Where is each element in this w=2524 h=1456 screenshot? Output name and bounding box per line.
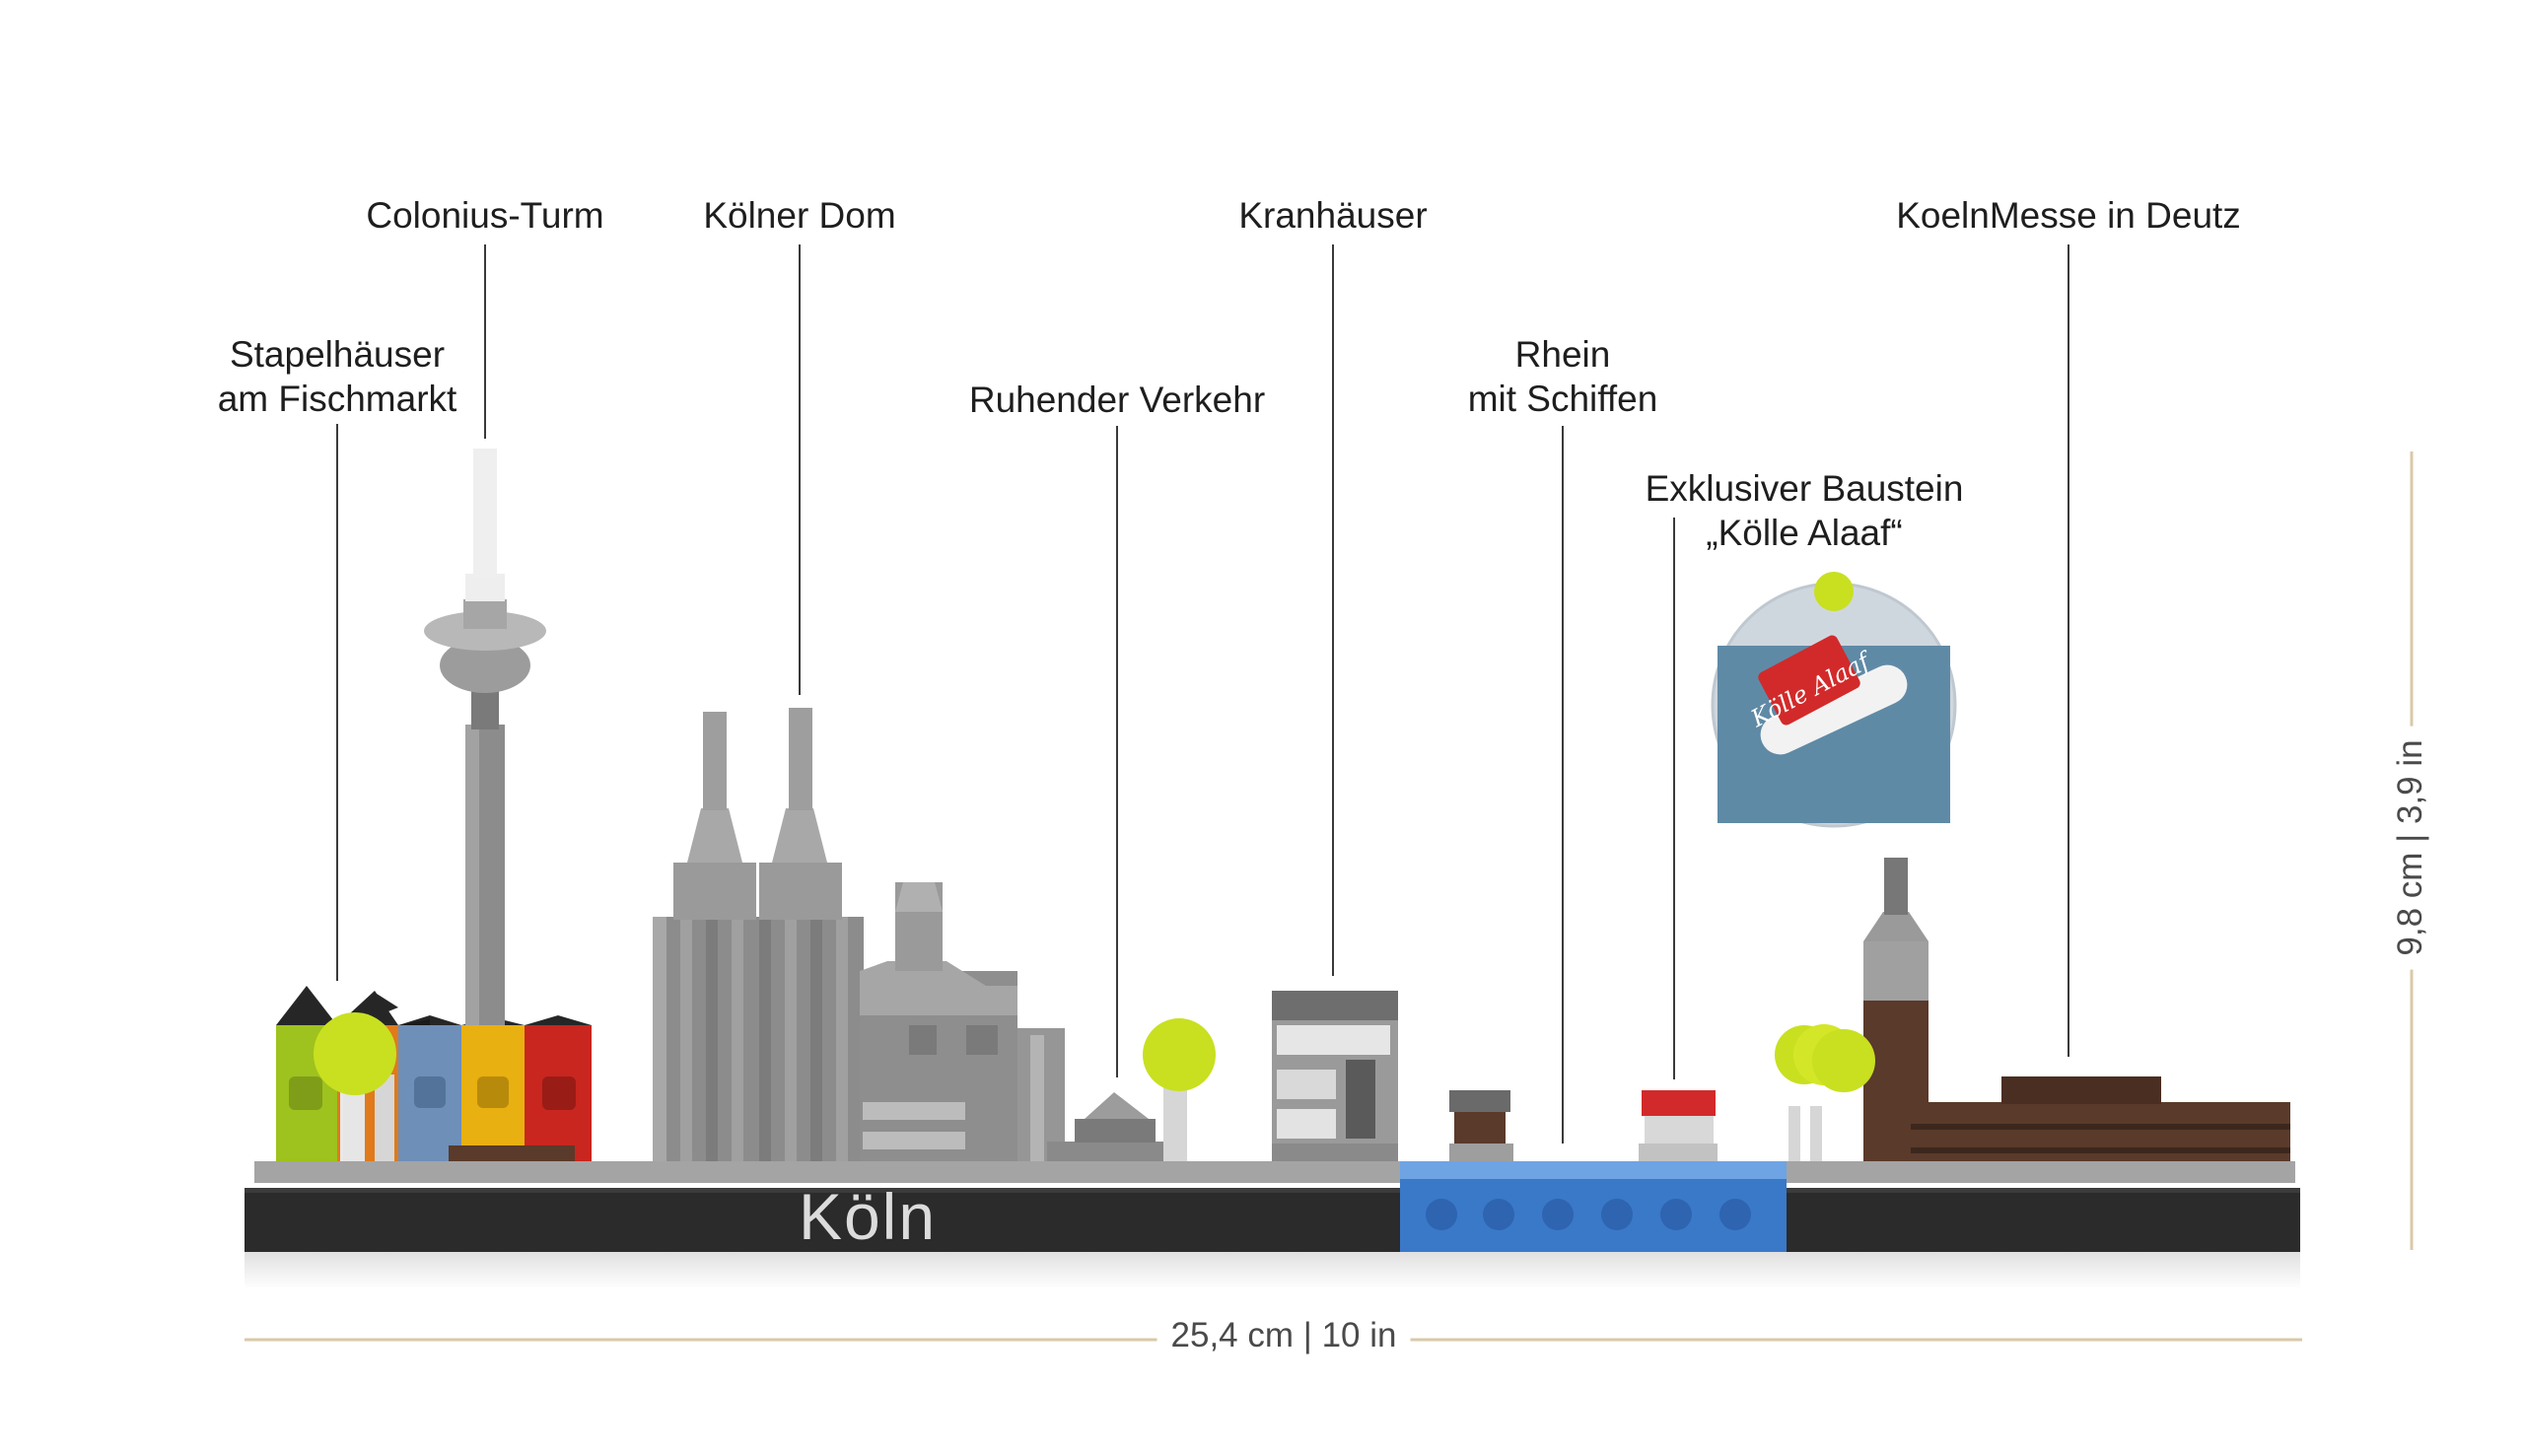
label-stapelhaeuser: Stapelhäuser am Fischmarkt (218, 332, 457, 421)
label-stapelhaeuser-line-1: Stapelhäuser (229, 334, 446, 375)
dimension-height: 9,8 cm | 3,9 in (2391, 726, 2430, 970)
verkehr-model (1047, 1018, 1216, 1169)
label-baustein-line-1: Exklusiver Baustein (1645, 468, 1964, 509)
colonius-model (424, 449, 546, 1025)
label-stapelhaeuser-line-2: am Fischmarkt (217, 379, 457, 419)
label-dom-line-1: Kölner Dom (703, 195, 896, 236)
callout-lines (336, 244, 2069, 1144)
dom-model (653, 708, 1065, 1168)
label-kranhaeuser: Kranhäuser (1238, 193, 1427, 238)
label-verkehr-line-1: Ruhender Verkehr (968, 380, 1266, 420)
label-dom: Kölner Dom (703, 193, 895, 238)
model-base (245, 1161, 2300, 1289)
messe-model (1775, 858, 2290, 1168)
baustein-detail (1711, 572, 1957, 828)
label-verkehr: Ruhender Verkehr (969, 378, 1265, 422)
label-colonius-line-1: Colonius-Turm (366, 195, 604, 236)
label-colonius: Colonius-Turm (366, 193, 603, 238)
label-rhein-line-2: mit Schiffen (1467, 379, 1658, 419)
label-baustein-line-2: „Kölle Alaaf“ (1706, 513, 1903, 553)
label-messe: KoelnMesse in Deutz (1896, 193, 2241, 238)
dimension-width: 25,4 cm | 10 in (1157, 1316, 1411, 1355)
base-text-koeln: Köln (798, 1180, 938, 1253)
label-rhein: Rhein mit Schiffen (1468, 332, 1658, 421)
label-kranhaeuser-line-1: Kranhäuser (1238, 195, 1428, 236)
label-baustein: Exklusiver Baustein „Kölle Alaaf“ (1646, 466, 1964, 555)
kranhaeuser-model (1272, 991, 1398, 1168)
tree-left (314, 1012, 396, 1168)
label-rhein-line-1: Rhein (1514, 334, 1611, 375)
label-messe-line-1: KoelnMesse in Deutz (1896, 195, 2241, 236)
